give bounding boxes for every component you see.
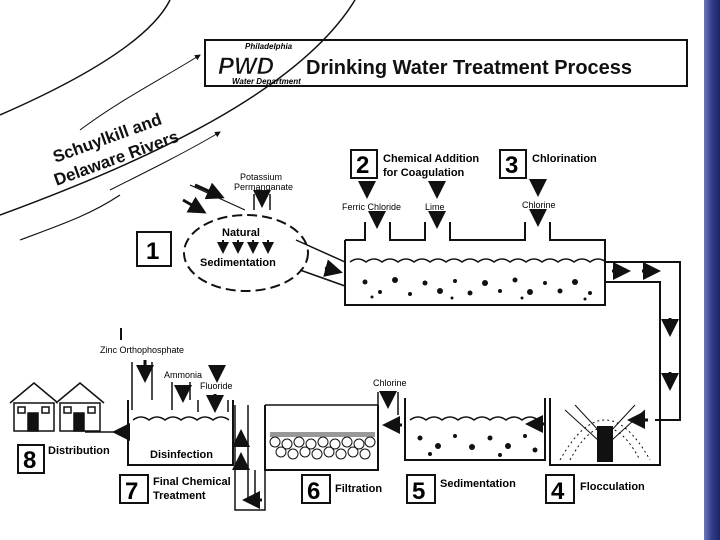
svg-text:Filtration: Filtration: [335, 483, 382, 495]
svg-text:6: 6: [307, 478, 320, 505]
sedimentation-basin: [183, 214, 309, 292]
logo-bottom-text: Water Department: [232, 77, 301, 86]
upper-tank-particles: [362, 277, 592, 301]
svg-text:Sedimentation: Sedimentation: [200, 257, 276, 269]
step-1: 1 Natural Sedimentation: [136, 214, 309, 292]
step-2: 2 Chemical Addition for Coagulation Ferr…: [342, 149, 479, 229]
svg-text:Ammonia: Ammonia: [164, 370, 202, 380]
step-3: 3 Chlorination Chlorine: [499, 149, 597, 227]
logo-top-text: Philadelphia: [245, 42, 293, 51]
potassium-permanganate-feed: Potassium Permanganate: [234, 172, 293, 210]
right-decorative-bar: [704, 0, 720, 540]
intake-arrows: [182, 182, 225, 214]
svg-text:for Coagulation: for Coagulation: [383, 167, 465, 179]
river-banks: [0, 0, 356, 241]
svg-text:Zinc Orthophosphate: Zinc Orthophosphate: [100, 345, 184, 355]
river-label: Schuylkill and Delaware Rivers: [50, 110, 181, 190]
step-5: 5 Sedimentation Chlorine: [373, 378, 546, 505]
upper-tank: [344, 222, 681, 421]
svg-text:Treatment: Treatment: [153, 490, 206, 502]
settle-arrows: [217, 240, 274, 254]
svg-text:Final Chemical: Final Chemical: [153, 476, 231, 488]
svg-text:Natural: Natural: [222, 227, 260, 239]
svg-text:Disinfection: Disinfection: [150, 449, 213, 461]
flocculator-paddle: [597, 426, 613, 462]
svg-text:Permanganate: Permanganate: [234, 182, 293, 192]
step-4: 4 Flocculation: [545, 398, 661, 505]
svg-text:Chlorine: Chlorine: [522, 200, 556, 210]
svg-text:Distribution: Distribution: [48, 445, 110, 457]
flow-arrows-4: [525, 411, 648, 433]
svg-text:7: 7: [125, 478, 138, 505]
svg-text:Lime: Lime: [425, 202, 445, 212]
pipe-1-2: [295, 239, 346, 287]
title-box: Philadelphia PWD Water Department Drinki…: [204, 39, 688, 87]
svg-text:2: 2: [356, 152, 369, 179]
svg-text:Potassium: Potassium: [240, 172, 282, 182]
svg-text:Sedimentation: Sedimentation: [440, 478, 516, 490]
svg-text:4: 4: [551, 478, 565, 505]
svg-text:Chlorination: Chlorination: [532, 153, 597, 165]
svg-text:5: 5: [412, 478, 425, 505]
step-8: 8 Distribution: [9, 382, 110, 474]
river-flow-arrows: [79, 54, 221, 191]
page-title: Drinking Water Treatment Process: [306, 57, 632, 79]
step-6: 6 Filtration: [234, 404, 382, 511]
svg-text:Flocculation: Flocculation: [580, 481, 645, 493]
svg-text:Chemical Addition: Chemical Addition: [383, 153, 479, 165]
svg-text:1: 1: [146, 238, 159, 265]
svg-text:Fluoride: Fluoride: [200, 381, 233, 391]
svg-text:Ferric Chloride: Ferric Chloride: [342, 202, 401, 212]
step-7: Disinfection 7 Final Chemical Treatment …: [100, 328, 234, 505]
svg-text:8: 8: [23, 447, 36, 474]
flow-arrows-upper: [612, 262, 679, 391]
logo-mark: PWD: [218, 53, 274, 80]
svg-text:Chlorine: Chlorine: [373, 378, 407, 388]
house-icon: [55, 382, 105, 432]
svg-text:3: 3: [505, 152, 518, 179]
house-icon: [9, 382, 59, 432]
